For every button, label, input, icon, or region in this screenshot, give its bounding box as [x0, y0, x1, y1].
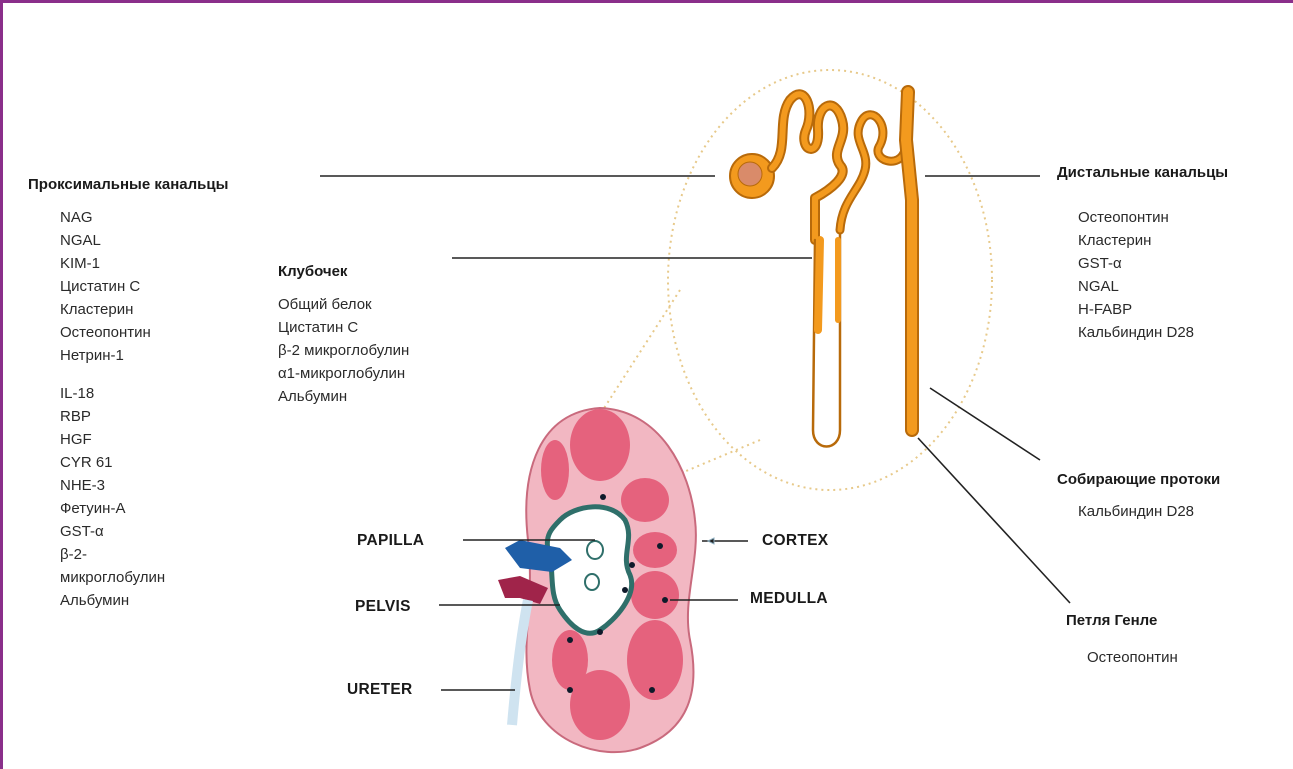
list-item: HGF — [60, 428, 165, 451]
nephron-illustration — [730, 92, 912, 447]
pyramid — [570, 409, 630, 481]
list-item: NHE-3 — [60, 474, 165, 497]
distal-title: Дистальные канальцы — [1057, 164, 1228, 181]
label-pelvis: PELVIS — [355, 598, 411, 616]
distal-tubule — [840, 115, 905, 230]
ureter-tube — [512, 600, 528, 725]
proximal-title: Проксимальные канальцы — [28, 176, 228, 193]
collecting-list: Кальбиндин D28 — [1078, 500, 1194, 523]
glomerulus-title: Клубочек — [278, 263, 347, 280]
pyramid — [621, 478, 669, 522]
list-item: Остеопонтин — [1078, 206, 1194, 229]
distal-list: Остеопонтин Кластерин GST-α NGAL H-FABP … — [1078, 206, 1194, 344]
list-item: H-FABP — [1078, 298, 1194, 321]
list-item: Кальбиндин D28 — [1078, 321, 1194, 344]
henle-title: Петля Генле — [1066, 612, 1157, 629]
list-item: RBP — [60, 405, 165, 428]
list-item: NAG — [60, 206, 151, 229]
proximal-list-b: IL-18 RBP HGF CYR 61 NHE-3 Фетуин-А GST-… — [60, 382, 165, 612]
pyramid — [541, 440, 569, 500]
list-item: Остеопонтин — [60, 321, 151, 344]
list-item: Кластерин — [60, 298, 151, 321]
list-item: Нетрин-1 — [60, 344, 151, 367]
pyramid — [633, 532, 677, 568]
proximal-list-a: NAG NGAL KIM-1 Цистатин С Кластерин Осте… — [60, 206, 151, 367]
list-item: β-2 микроглобулин — [278, 339, 409, 362]
collecting-title: Собирающие протоки — [1057, 471, 1220, 488]
list-item: GST-α — [1078, 252, 1194, 275]
label-papilla: PAPILLA — [357, 532, 424, 550]
list-item: Цистатин С — [60, 275, 151, 298]
renal-pelvis — [547, 507, 631, 633]
glomerulus-list: Общий белок Цистатин С β-2 микроглобулин… — [278, 293, 409, 408]
list-item: Общий белок — [278, 293, 409, 316]
list-item: β-2- — [60, 543, 165, 566]
leader-collecting — [930, 388, 1040, 460]
glomerulus-capillaries — [738, 162, 762, 186]
list-item: Фетуин-А — [60, 497, 165, 520]
list-item: Кластерин — [1078, 229, 1194, 252]
label-cortex: CORTEX — [762, 532, 828, 550]
list-item: NGAL — [1078, 275, 1194, 298]
list-item: NGAL — [60, 229, 151, 252]
zoom-ellipse — [668, 70, 992, 490]
list-item: GST-α — [60, 520, 165, 543]
henle-list: Остеопонтин — [1087, 646, 1178, 669]
list-item: CYR 61 — [60, 451, 165, 474]
leader-henle — [918, 438, 1070, 603]
list-item: Кальбиндин D28 — [1078, 500, 1194, 523]
leader-lines — [320, 176, 1070, 690]
list-item: IL-18 — [60, 382, 165, 405]
pyramid — [631, 571, 679, 619]
label-ureter: URETER — [347, 681, 413, 699]
kidney-cross-section — [498, 408, 696, 752]
label-medulla: MEDULLA — [750, 590, 828, 608]
list-item: Альбумин — [60, 589, 165, 612]
list-item: Цистатин С — [278, 316, 409, 339]
list-item: Альбумин — [278, 385, 409, 408]
pyramid — [627, 620, 683, 700]
list-item: микроглобулин — [60, 566, 165, 589]
list-item: KIM-1 — [60, 252, 151, 275]
list-item: α1-микроглобулин — [278, 362, 409, 385]
list-item: Остеопонтин — [1087, 646, 1178, 669]
